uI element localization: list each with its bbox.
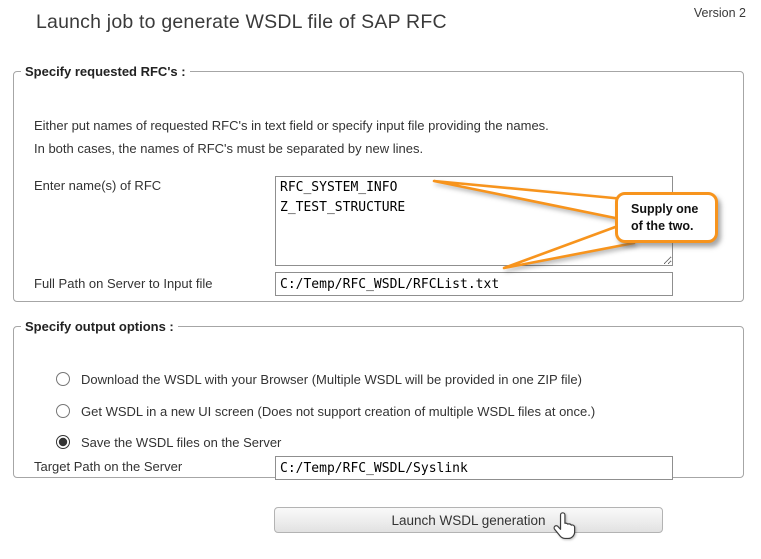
target-path-field[interactable] bbox=[275, 456, 673, 480]
callout-text-line2: of the two. bbox=[631, 219, 694, 233]
hand-cursor-icon bbox=[553, 512, 576, 540]
instruction-line-1: Either put names of requested RFC's in t… bbox=[34, 118, 549, 133]
radio-download-browser[interactable] bbox=[56, 372, 70, 386]
option-download-browser-label: Download the WSDL with your Browser (Mul… bbox=[81, 371, 582, 387]
radio-new-ui-screen[interactable] bbox=[56, 404, 70, 418]
callout-text-line1: Supply one bbox=[631, 202, 699, 216]
option-new-ui-screen-label: Get WSDL in a new UI screen (Does not su… bbox=[81, 403, 596, 419]
rfc-names-label: Enter name(s) of RFC bbox=[34, 178, 162, 193]
rfc-names-textarea[interactable]: RFC_SYSTEM_INFO Z_TEST_STRUCTURE bbox=[275, 176, 673, 266]
rfc-section-legend: Specify requested RFC's : bbox=[25, 64, 186, 79]
rfc-section: Specify requested RFC's : Either put nam… bbox=[13, 64, 744, 302]
output-options-legend: Specify output options : bbox=[25, 319, 174, 334]
target-path-label: Target Path on the Server bbox=[34, 459, 183, 474]
input-file-field[interactable] bbox=[275, 272, 673, 296]
instruction-line-2: In both cases, the names of RFC's must b… bbox=[34, 141, 424, 156]
callout-note: Supply one of the two. bbox=[615, 192, 718, 243]
radio-save-on-server[interactable] bbox=[56, 435, 70, 449]
version-label: Version 2 bbox=[693, 6, 746, 20]
input-file-label: Full Path on Server to Input file bbox=[34, 276, 213, 291]
option-download-browser[interactable]: Download the WSDL with your Browser (Mul… bbox=[56, 370, 582, 388]
option-save-on-server[interactable]: Save the WSDL files on the Server bbox=[56, 433, 281, 451]
launch-wsdl-button[interactable]: Launch WSDL generation bbox=[274, 507, 663, 533]
output-options-section: Specify output options : Download the WS… bbox=[13, 319, 744, 480]
page-title: Launch job to generate WSDL file of SAP … bbox=[36, 11, 447, 33]
option-save-on-server-label: Save the WSDL files on the Server bbox=[81, 434, 282, 450]
option-new-ui-screen[interactable]: Get WSDL in a new UI screen (Does not su… bbox=[56, 402, 595, 420]
